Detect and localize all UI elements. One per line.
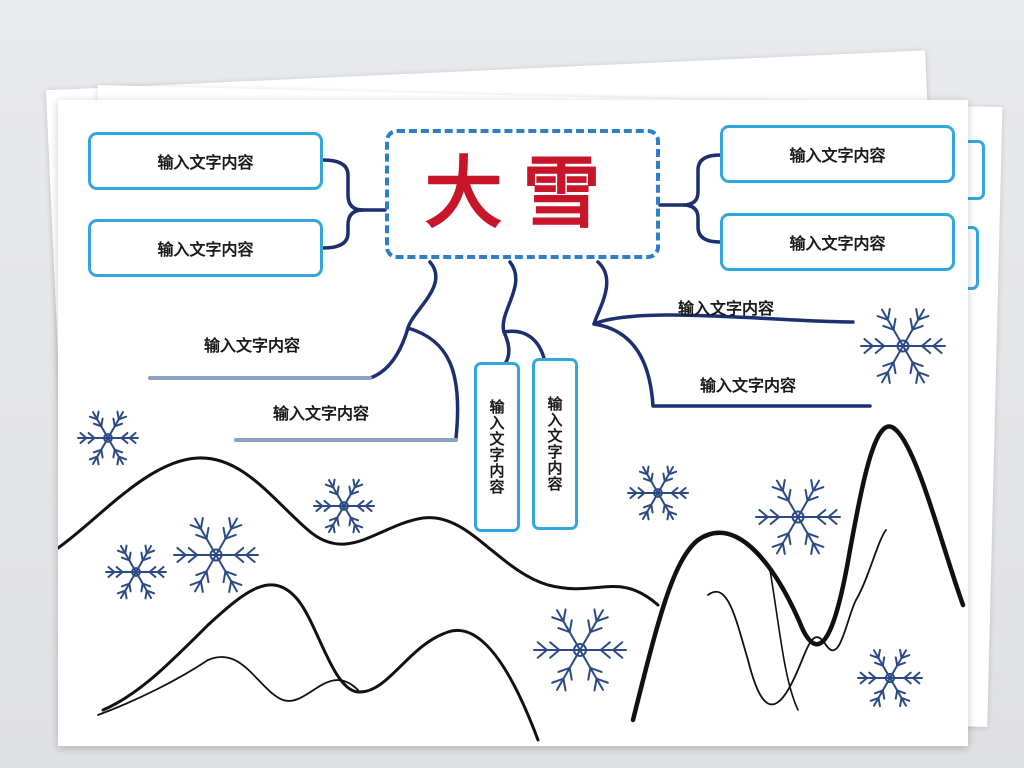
vertical-text-box-left[interactable]: 输入文字内容 — [474, 362, 520, 532]
text-box-right-top[interactable]: 输入文字内容 — [720, 125, 955, 183]
snowflake-icon — [533, 608, 627, 692]
branch-label-left-lower[interactable]: 输入文字内容 — [273, 404, 370, 423]
snowflake-icon — [860, 308, 946, 384]
vertical-text-box-right[interactable]: 输入文字内容 — [532, 358, 578, 530]
branch-label-left-upper[interactable]: 输入文字内容 — [204, 336, 301, 355]
snowflake-icon — [627, 465, 689, 521]
snowflake-icon — [173, 517, 259, 593]
mind-map-sheet: 大雪 输入文字内容 输入文字内容 输入文字内容 输入文字内容 输入文字内容 输入… — [58, 100, 968, 746]
text-box-left-top[interactable]: 输入文字内容 — [88, 132, 323, 190]
branch-label-right-upper[interactable]: 输入文字内容 — [678, 299, 775, 318]
snowflake-layer — [77, 308, 946, 708]
branch-label-right-lower[interactable]: 输入文字内容 — [700, 376, 797, 395]
snowflake-icon — [755, 479, 841, 555]
decoration-layer — [58, 153, 966, 742]
left-bracket-connector — [321, 158, 387, 250]
snowflake-icon — [313, 478, 375, 534]
right-bracket-connector — [658, 153, 722, 244]
sheet-tab — [966, 226, 979, 290]
sheet-tab — [966, 140, 985, 200]
title-box[interactable]: 大雪 — [385, 129, 660, 259]
snowflake-icon — [77, 410, 139, 466]
snowflake-icon — [105, 544, 167, 600]
text-box-right-bottom[interactable]: 输入文字内容 — [720, 213, 955, 271]
page-title: 大雪 — [424, 149, 621, 239]
text-box-left-bottom[interactable]: 输入文字内容 — [88, 219, 323, 277]
branch-connectors — [148, 260, 872, 442]
snowflake-icon — [857, 648, 923, 708]
mountain-outlines — [58, 424, 966, 742]
